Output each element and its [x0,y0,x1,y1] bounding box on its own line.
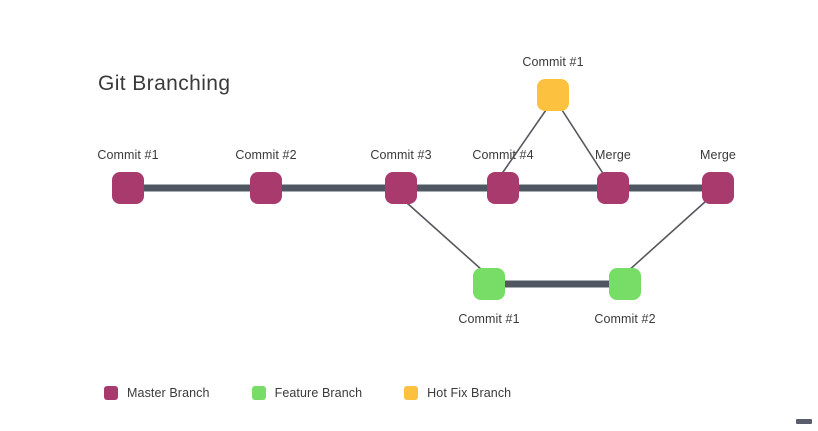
node-master-6[interactable] [702,172,734,204]
node-master-4[interactable] [487,172,519,204]
legend-label-1: Master Branch [127,386,210,400]
node-label-feature-1: Commit #1 [458,312,520,326]
node-label-feature-2: Commit #2 [594,312,656,326]
node-master-5[interactable] [597,172,629,204]
connector-commit3-to-feature1 [406,202,483,271]
node-label-master-6: Merge [700,148,736,162]
node-master-2[interactable] [250,172,282,204]
legend-swatch-icon-3 [404,386,419,400]
legend-item-3[interactable]: Hot Fix Branch [404,386,511,400]
connector-feature2-to-merge [626,200,707,273]
legend-label-2: Feature Branch [274,386,363,400]
node-master-1[interactable] [112,172,144,204]
connector-hotfix-to-merge [561,109,605,176]
node-label-master-4: Commit #4 [472,148,534,162]
node-feature-2[interactable] [609,268,641,300]
legend-swatch-icon-2 [251,386,266,400]
legend-swatch-icon-1 [104,386,118,400]
page-title: Git Branching [98,72,231,95]
node-feature-1[interactable] [473,268,505,300]
legend-label-3: Hot Fix Branch [427,386,512,400]
node-master-3[interactable] [385,172,417,204]
legend-item-1[interactable]: Master Branch [104,386,210,400]
corner-mark [796,419,812,424]
node-label-master-5: Merge [595,148,631,162]
node-label-master-2: Commit #2 [235,148,297,162]
node-label-master-3: Commit #3 [370,148,432,162]
node-hotfix-1[interactable] [537,79,569,111]
legend: Master Branch Feature Branch Hot Fix Branc… [104,386,553,400]
node-label-hotfix-1: Commit #1 [522,55,584,69]
legend-item-2[interactable]: Feature Branch [251,386,363,400]
node-label-master-1: Commit #1 [97,148,159,162]
connector-hotfix-to-commit4 [500,109,547,176]
